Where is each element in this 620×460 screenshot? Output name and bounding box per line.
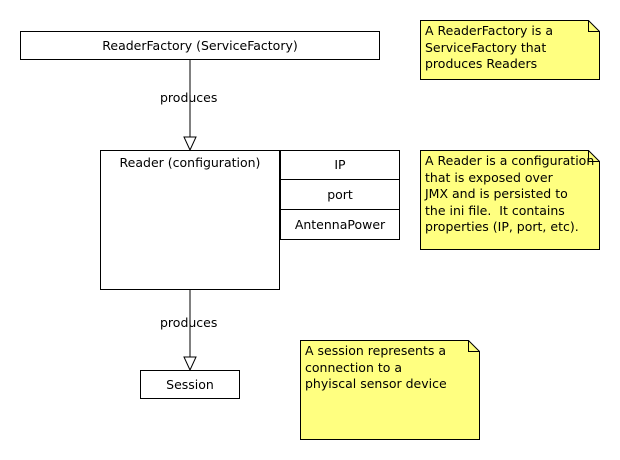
property-box-ip[interactable]: IP — [280, 150, 400, 180]
note-shape-icon — [420, 20, 600, 80]
property-label-ip: IP — [334, 157, 346, 172]
produces-label-2: produces — [160, 315, 218, 330]
property-box-port[interactable]: port — [280, 179, 400, 210]
arrowhead-icon — [183, 356, 197, 372]
reader-factory-label: ReaderFactory (ServiceFactory) — [102, 37, 298, 53]
note-shape-icon — [420, 150, 600, 250]
reader-factory-box[interactable]: ReaderFactory (ServiceFactory) — [20, 31, 380, 60]
note-shape-icon — [300, 340, 480, 440]
session-note[interactable]: A session represents a connection to a p… — [300, 340, 480, 440]
reader-label: Reader (configuration) — [119, 155, 261, 170]
reader-factory-note[interactable]: A ReaderFactory is a ServiceFactory that… — [420, 20, 600, 80]
reader-to-session-connector — [183, 290, 197, 372]
arrowhead-icon — [183, 136, 197, 152]
session-note-text: A session represents a connection to a p… — [305, 343, 447, 391]
session-box[interactable]: Session — [140, 370, 240, 399]
reader-box[interactable]: Reader (configuration) — [100, 150, 280, 290]
property-box-antenna-power[interactable]: AntennaPower — [280, 209, 400, 240]
reader-note[interactable]: A Reader is a configuration that is expo… — [420, 150, 600, 250]
factory-to-reader-connector — [183, 60, 197, 152]
reader-note-text: A Reader is a configuration that is expo… — [425, 153, 595, 234]
produces-label-1: produces — [160, 90, 218, 105]
property-label-antenna-power: AntennaPower — [294, 216, 386, 232]
reader-factory-note-text: A ReaderFactory is a ServiceFactory that… — [425, 23, 554, 71]
property-label-port: port — [327, 186, 353, 202]
session-label: Session — [166, 376, 214, 392]
